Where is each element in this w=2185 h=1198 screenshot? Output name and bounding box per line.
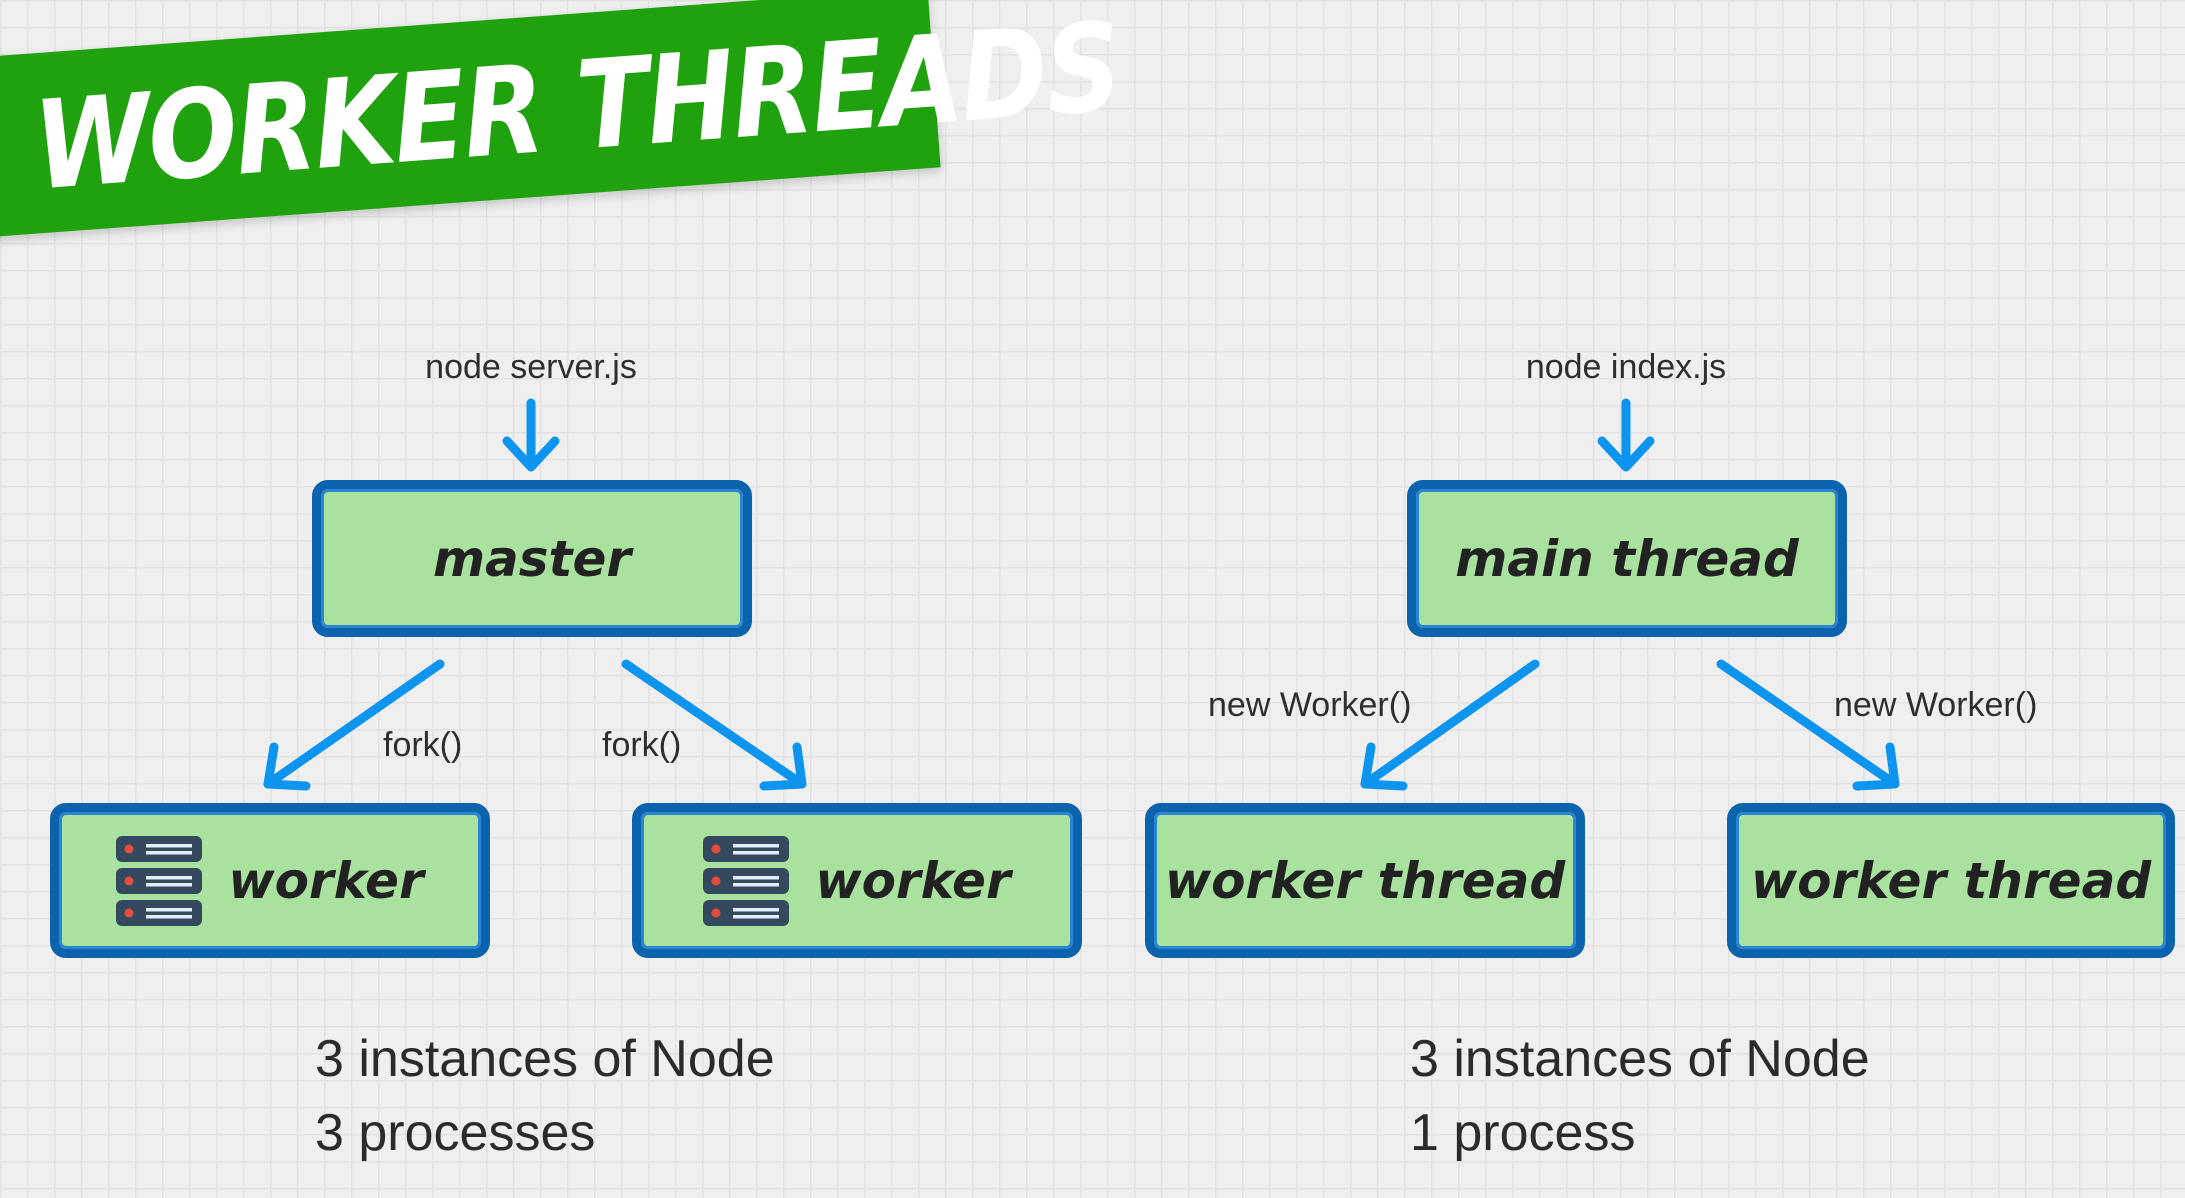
fork-arrow-left-2 <box>621 659 807 791</box>
new-worker-label-2: new Worker() <box>1834 686 2038 724</box>
summary-left-line-1: 3 instances of Node <box>315 1030 775 1088</box>
summary-left-line-2: 3 processes <box>315 1104 596 1162</box>
master-box: master <box>312 480 752 637</box>
main-thread-label: main thread <box>1455 529 1799 588</box>
worker-box-2: worker <box>632 803 1082 958</box>
server-icon <box>116 835 203 926</box>
worker-thread-box-2: worker thread <box>1727 803 2175 958</box>
command-arrow-left <box>502 398 560 472</box>
command-label-right: node index.js <box>1525 348 1727 386</box>
fork-label-1: fork() <box>383 726 463 764</box>
summary-right-line-2: 1 process <box>1410 1104 1636 1162</box>
command-arrow-right <box>1597 398 1655 472</box>
command-label-left: node server.js <box>425 348 637 386</box>
new-worker-label-1: new Worker() <box>1208 686 1412 724</box>
server-icon <box>703 835 790 926</box>
worker-label-2: worker <box>815 851 1011 910</box>
new-worker-arrow-1 <box>1360 659 1540 791</box>
summary-right-line-1: 3 instances of Node <box>1410 1030 1870 1088</box>
fork-arrow-left-1 <box>263 659 445 791</box>
worker-label-1: worker <box>228 851 424 910</box>
new-worker-arrow-2 <box>1716 659 1900 791</box>
worker-thread-box-1: worker thread <box>1145 803 1585 958</box>
worker-box-1: worker <box>50 803 490 958</box>
worker-thread-label-1: worker thread <box>1164 851 1566 910</box>
worker-thread-label-2: worker thread <box>1750 851 2152 910</box>
summary-left: 3 instances of Node 3 processes <box>315 1022 775 1170</box>
main-thread-box: main thread <box>1407 480 1847 637</box>
master-label: master <box>432 529 632 588</box>
fork-label-2: fork() <box>602 726 682 764</box>
summary-right: 3 instances of Node 1 process <box>1410 1022 1870 1170</box>
